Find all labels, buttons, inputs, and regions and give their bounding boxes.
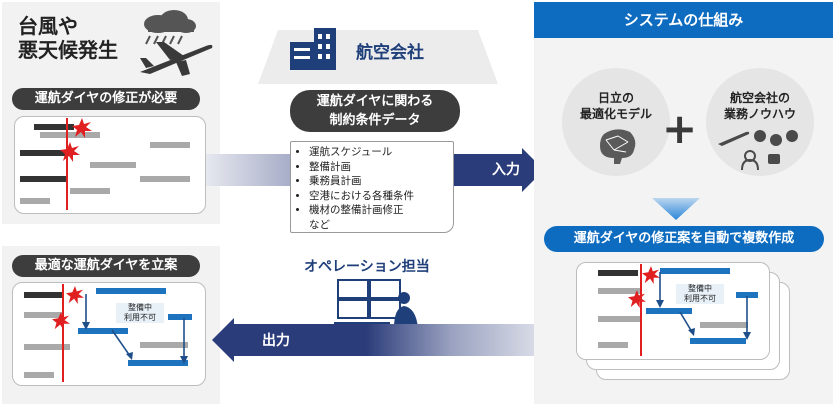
constraint-item: 整備計画 <box>309 160 447 175</box>
schedule-bar <box>736 292 758 298</box>
alert-burst-icon <box>628 290 646 308</box>
maintenance-note: 整備中 利用不可 <box>676 284 724 304</box>
schedule-bar <box>168 314 192 320</box>
knowhow-line1: 航空会社の <box>729 91 790 105</box>
building-icon <box>290 28 336 70</box>
schedule-bar <box>24 344 70 350</box>
brain-network-icon <box>600 129 636 164</box>
model-line2: 最適化モデル <box>579 107 652 121</box>
schedule-bar <box>598 342 628 348</box>
constraint-line2: 制約条件データ <box>329 113 421 128</box>
constraint-document: 運航スケジュール 整備計画 乗務員計画 空港における各種条件 機材の整備計画修正… <box>290 141 454 233</box>
constraint-data-pill: 運航ダイヤに関わる 制約条件データ <box>290 90 460 132</box>
schedule-bar <box>598 270 638 276</box>
constraint-item: 運航スケジュール <box>309 145 447 160</box>
schedule-bar <box>96 288 166 294</box>
current-time-line <box>640 264 642 356</box>
schedule-bar <box>20 176 66 182</box>
constraint-item: 乗務員計画 <box>309 174 447 189</box>
model-line1: 日立の <box>597 91 634 105</box>
weather-title-line1: 台風や <box>18 14 78 38</box>
maintenance-note-line1: 整備中 <box>688 284 712 293</box>
airline-knowhow-circle <box>706 68 814 176</box>
maintenance-note-line2: 利用不可 <box>124 313 156 322</box>
knowhow-icons <box>718 130 798 170</box>
reassignment-arrows <box>656 272 751 340</box>
auto-proposal-pill: 運航ダイヤの修正案を自動で複数作成 <box>544 226 824 252</box>
output-label: 出力 <box>262 333 290 349</box>
weather-title: 台風や 悪天候発生 <box>18 14 118 62</box>
constraint-line1: 運航ダイヤに関わる <box>316 94 434 109</box>
constraint-list: 運航スケジュール 整備計画 乗務員計画 空港における各種条件 機材の整備計画修正 <box>297 145 447 218</box>
current-time-line <box>62 284 64 382</box>
system-header: システムの仕組み <box>534 2 833 38</box>
output-arrow <box>212 318 554 362</box>
schedule-bar <box>150 142 190 148</box>
alert-burst-icon <box>642 266 660 284</box>
current-time-line <box>66 118 68 210</box>
plus-sign: + <box>662 104 698 153</box>
maintenance-note-line2: 利用不可 <box>684 294 716 303</box>
alert-burst-icon <box>60 142 80 162</box>
schedule-bar <box>34 124 74 130</box>
schedule-bar <box>140 342 188 348</box>
schedule-fix-needed-pill: 運航ダイヤの修正が必要 <box>12 88 200 110</box>
airline-title: 航空会社 <box>356 43 424 63</box>
schedule-bar <box>700 322 748 328</box>
schedule-bar <box>690 338 746 344</box>
schedule-bar <box>78 328 128 334</box>
alert-burst-icon <box>52 312 70 330</box>
maintenance-note-line1: 整備中 <box>128 303 152 312</box>
schedule-bar <box>40 132 100 138</box>
schedule-bar <box>70 188 110 194</box>
reassignment-arrows <box>82 294 188 364</box>
schedule-bar <box>24 292 64 298</box>
schedule-bar <box>24 312 64 318</box>
constraint-item: 機材の整備計画修正 <box>309 203 447 218</box>
operations-title: オペレーション担当 <box>304 259 430 275</box>
alert-burst-icon <box>66 286 84 304</box>
input-label: 入力 <box>492 162 520 178</box>
operator-monitor-icon <box>334 279 418 328</box>
schedule-bar <box>598 316 642 322</box>
schedule-bar <box>598 288 642 294</box>
schedule-bar <box>140 176 190 182</box>
airline-knowhow-label: 航空会社の 業務ノウハウ <box>706 90 814 122</box>
maintenance-note: 整備中 利用不可 <box>116 303 164 323</box>
weather-title-line2: 悪天候発生 <box>18 38 118 62</box>
schedule-bar <box>660 268 730 274</box>
airplane-icon <box>140 42 213 76</box>
schedule-bar <box>646 308 692 314</box>
optimized-schedule-sheet <box>12 282 206 386</box>
alert-burst-icon <box>72 118 92 138</box>
down-chevron-arrow <box>652 198 700 220</box>
optimal-schedule-pill: 最適な運航ダイヤを立案 <box>12 255 200 277</box>
schedule-bar <box>24 372 54 378</box>
schedule-bar <box>20 198 50 204</box>
schedule-bar <box>128 360 188 366</box>
schedule-bar <box>90 162 136 168</box>
schedule-bar <box>20 150 72 156</box>
constraint-etc: など <box>309 218 330 231</box>
constraint-item: 空港における各種条件 <box>309 189 447 204</box>
optimization-model-label: 日立の 最適化モデル <box>562 90 670 122</box>
knowhow-line2: 業務ノウハウ <box>723 107 796 121</box>
